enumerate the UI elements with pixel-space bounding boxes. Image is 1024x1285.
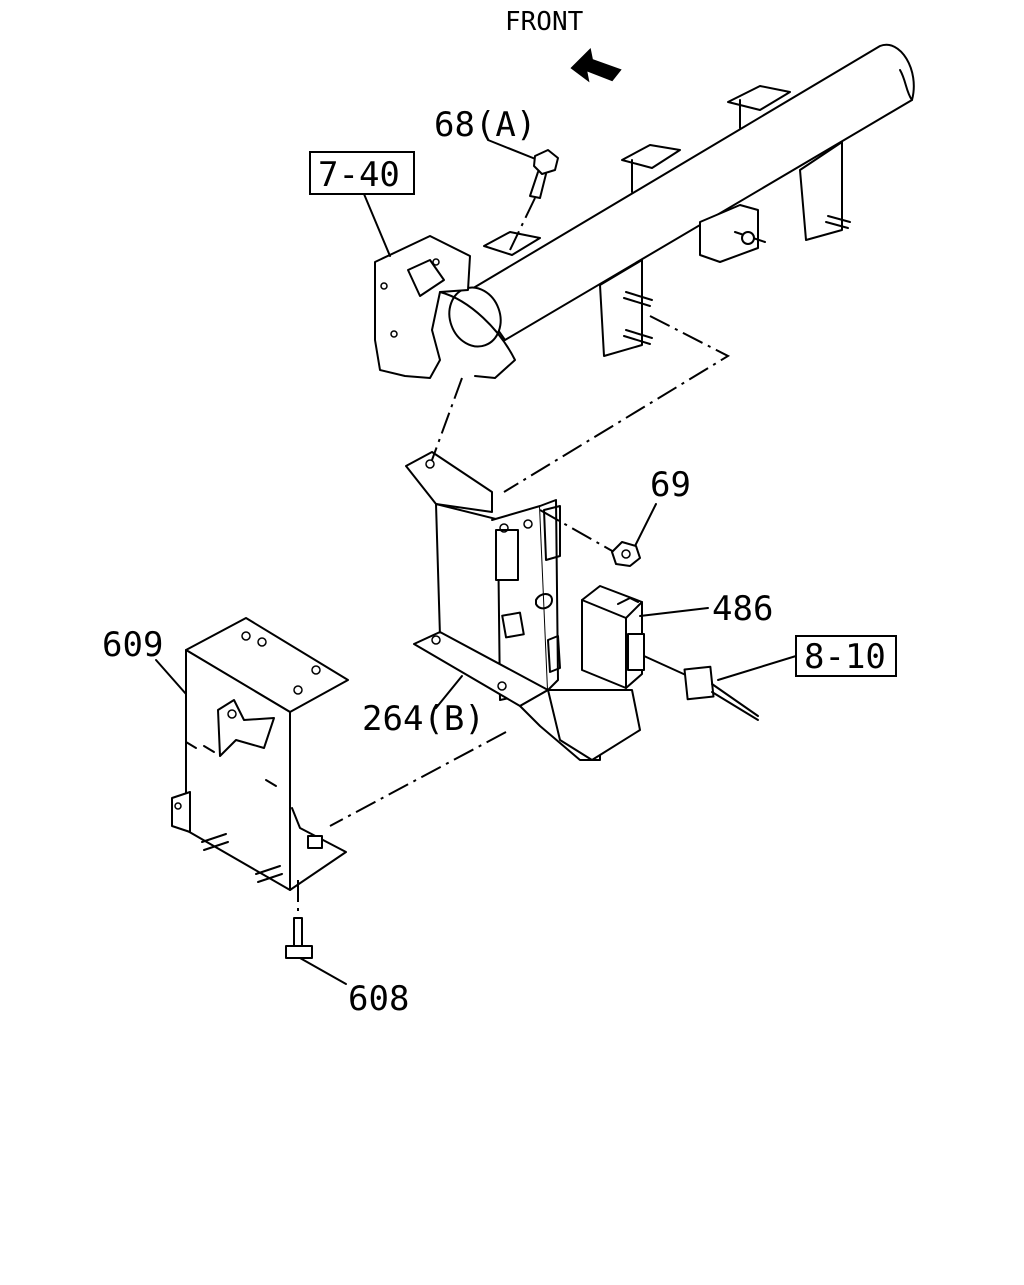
- nut-69-icon: [539, 509, 641, 567]
- main-bracket-264b: [405, 451, 641, 761]
- leader-264b: [435, 675, 463, 709]
- leader-8-10: [717, 655, 797, 681]
- leader-69: [633, 503, 657, 549]
- part-69-label: 69: [650, 465, 691, 505]
- part-609-label: 609: [102, 625, 163, 665]
- alignment-line-bracket: [431, 377, 463, 461]
- cross-beam-tube: [448, 43, 915, 357]
- part-486-label: 486: [712, 589, 773, 629]
- front-label: FRONT: [505, 7, 584, 37]
- leader-7-40: [363, 193, 391, 257]
- ref-7-40-label: 7-40: [318, 155, 400, 195]
- ref-7-40-box: [309, 151, 415, 195]
- control-module-486: [581, 585, 645, 689]
- harness-connector: [643, 655, 759, 721]
- leader-608: [299, 957, 347, 985]
- part-608-label: 608: [348, 979, 409, 1019]
- alignment-line-stud: [503, 315, 731, 493]
- part-264b-label: 264(B): [362, 699, 485, 739]
- alignment-line-lower: [329, 731, 507, 827]
- leader-609: [155, 659, 187, 695]
- ref-8-10-label: 8-10: [804, 637, 886, 677]
- leader-486: [639, 607, 709, 617]
- end-bracket-7-40: [374, 235, 516, 379]
- bolt-68a-icon: [509, 149, 559, 251]
- bracket-609: [171, 617, 349, 891]
- bolt-608-icon: [285, 880, 313, 959]
- stud-bolt-icon: [201, 833, 283, 883]
- stud-bolt-icon: [623, 215, 851, 345]
- front-arrow-icon: [570, 47, 622, 83]
- leader-68a: [487, 139, 539, 161]
- part-68a-label: 68(A): [434, 105, 536, 145]
